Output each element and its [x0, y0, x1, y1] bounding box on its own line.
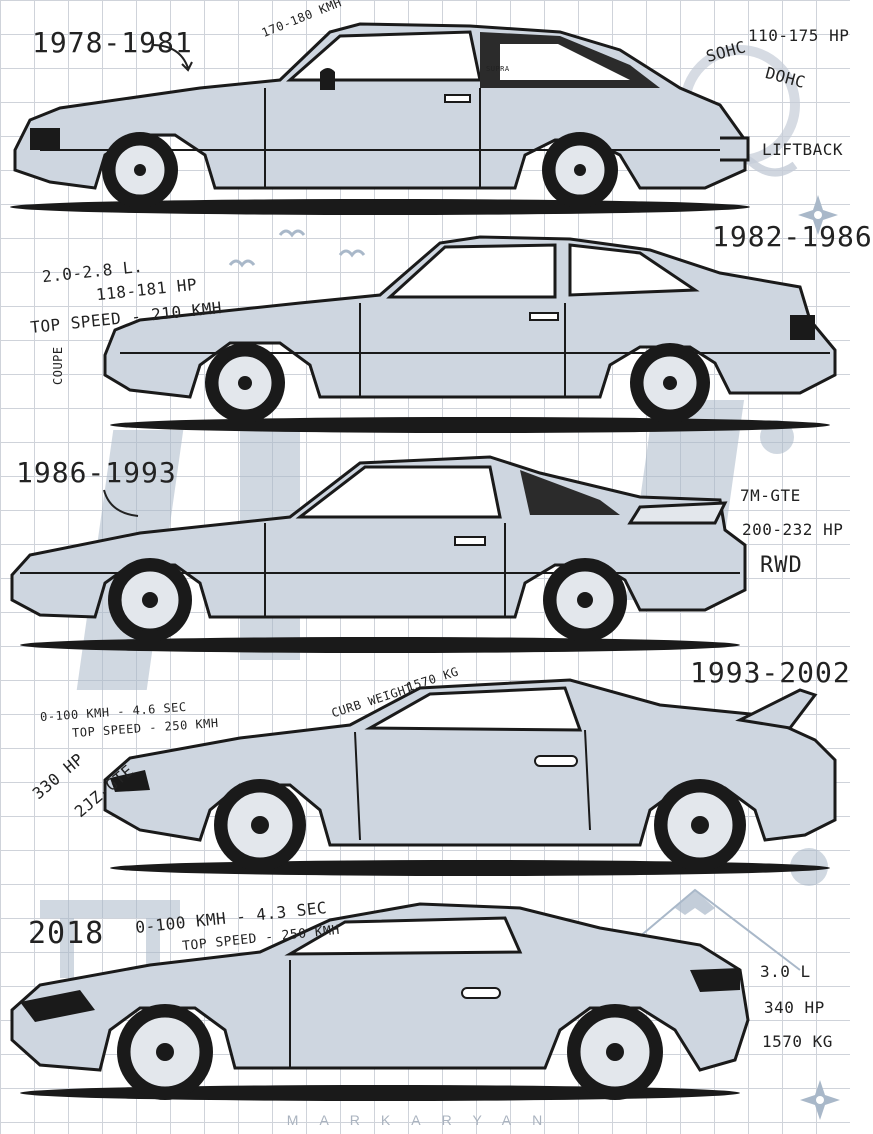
car3-drive: RWD — [760, 553, 803, 578]
car-1986-supra — [10, 455, 747, 653]
birds-icon — [228, 229, 366, 268]
car2-years: 1982-1986 — [712, 220, 873, 253]
car5-years: 2018 — [28, 916, 105, 951]
car5-power: 340 HP — [764, 998, 825, 1017]
shuriken-icon — [800, 1080, 840, 1120]
car3-power: 200-232 HP — [742, 520, 844, 539]
car3-years: 1986-1993 — [16, 456, 177, 489]
torii-gate-icon — [40, 900, 180, 918]
torii-gate-icon — [60, 918, 74, 978]
car-1978-liftback — [10, 22, 750, 215]
artist-signature: MARKARYAN — [286, 1112, 564, 1128]
car-2018-supra — [10, 902, 750, 1101]
arrow-icon — [103, 489, 139, 517]
car2-body: COUPE — [51, 346, 65, 385]
car1-body: LIFTBACK — [762, 140, 844, 159]
car1-badge: SUPRA — [486, 65, 510, 73]
arrow-icon — [151, 44, 193, 72]
car4-years: 1993-2002 — [690, 656, 851, 689]
car1-years: 1978-1981 — [32, 26, 193, 59]
car1-power: 110-175 HP — [748, 26, 850, 45]
car-1993-supra — [103, 678, 837, 876]
car-1982-coupe — [103, 235, 837, 433]
car5-displacement: 3.0 L — [760, 962, 811, 981]
car3-engine: 7M-GTE — [740, 486, 801, 505]
car5-weight: 1570 KG — [762, 1032, 833, 1051]
shuriken-icon — [798, 195, 838, 235]
